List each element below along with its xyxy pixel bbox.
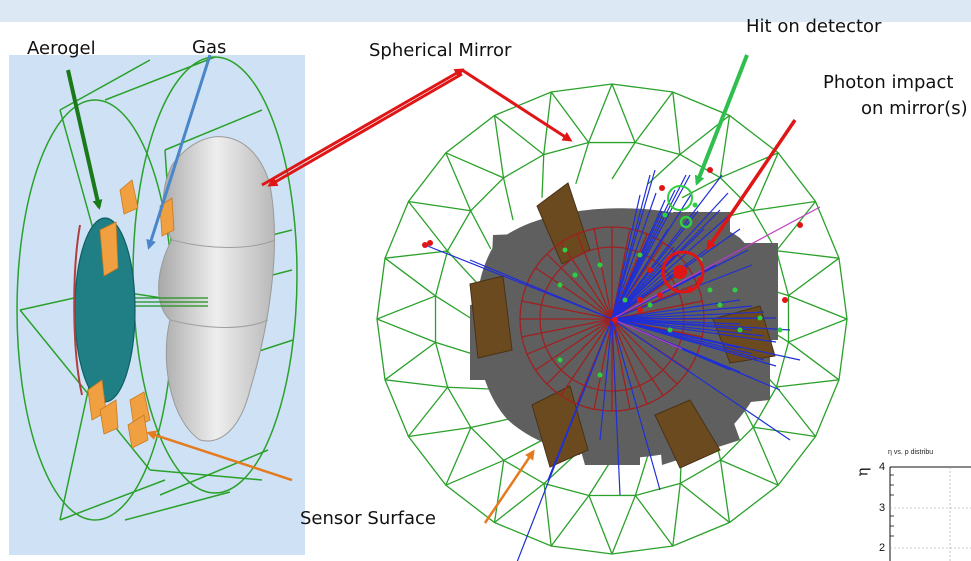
front-sensors [469, 182, 776, 469]
red-hit-center [673, 265, 687, 279]
spherical-mirror-label: Spherical Mirror [369, 40, 512, 61]
inset-tick-2: 2 [879, 542, 886, 554]
inset-tick-4: 4 [879, 461, 886, 473]
sensor-surface-label: Sensor Surface [300, 508, 436, 529]
inset-plot [889, 466, 971, 561]
hit-on-detector-label: Hit on detector [746, 16, 882, 37]
magenta-tracks [611, 206, 821, 350]
aerogel-rim [73, 224, 83, 396]
hit-on-detector-arrow [694, 54, 749, 186]
green-hit-ring-2 [667, 185, 693, 211]
hit-points [422, 167, 803, 378]
spherical-mirror-arrow-right [461, 68, 573, 142]
spherical-mirror-arrow-left [267, 72, 463, 187]
green-hit-ring [679, 215, 693, 229]
red-hit-ring [661, 250, 705, 294]
side-sensors [87, 179, 175, 449]
mirror-seam [169, 239, 276, 328]
top-band [0, 0, 971, 22]
aerogel-label: Aerogel [27, 38, 96, 59]
gray-annulus [475, 208, 773, 458]
gas-arrow [146, 54, 212, 250]
side-view-panel [9, 54, 305, 555]
spherical-mirror-arrows [261, 68, 465, 187]
gas-label: Gas [192, 37, 227, 58]
front-view [261, 54, 848, 561]
photon-impact-label-2: on mirror(s) [861, 98, 968, 119]
sensor-arrow-right [483, 449, 535, 524]
inset-tick-3: 3 [879, 502, 886, 514]
inset-plot-title: η vs. p distribu [888, 449, 934, 456]
photon-impact-label: Photon impact [823, 72, 954, 93]
sensor-arrow-left [146, 430, 293, 482]
inset-plot-y-label: η [853, 467, 872, 477]
aerogel-arrow [66, 69, 103, 210]
side-view-wireframe [16, 56, 298, 521]
photon-impact-arrow [706, 119, 797, 251]
